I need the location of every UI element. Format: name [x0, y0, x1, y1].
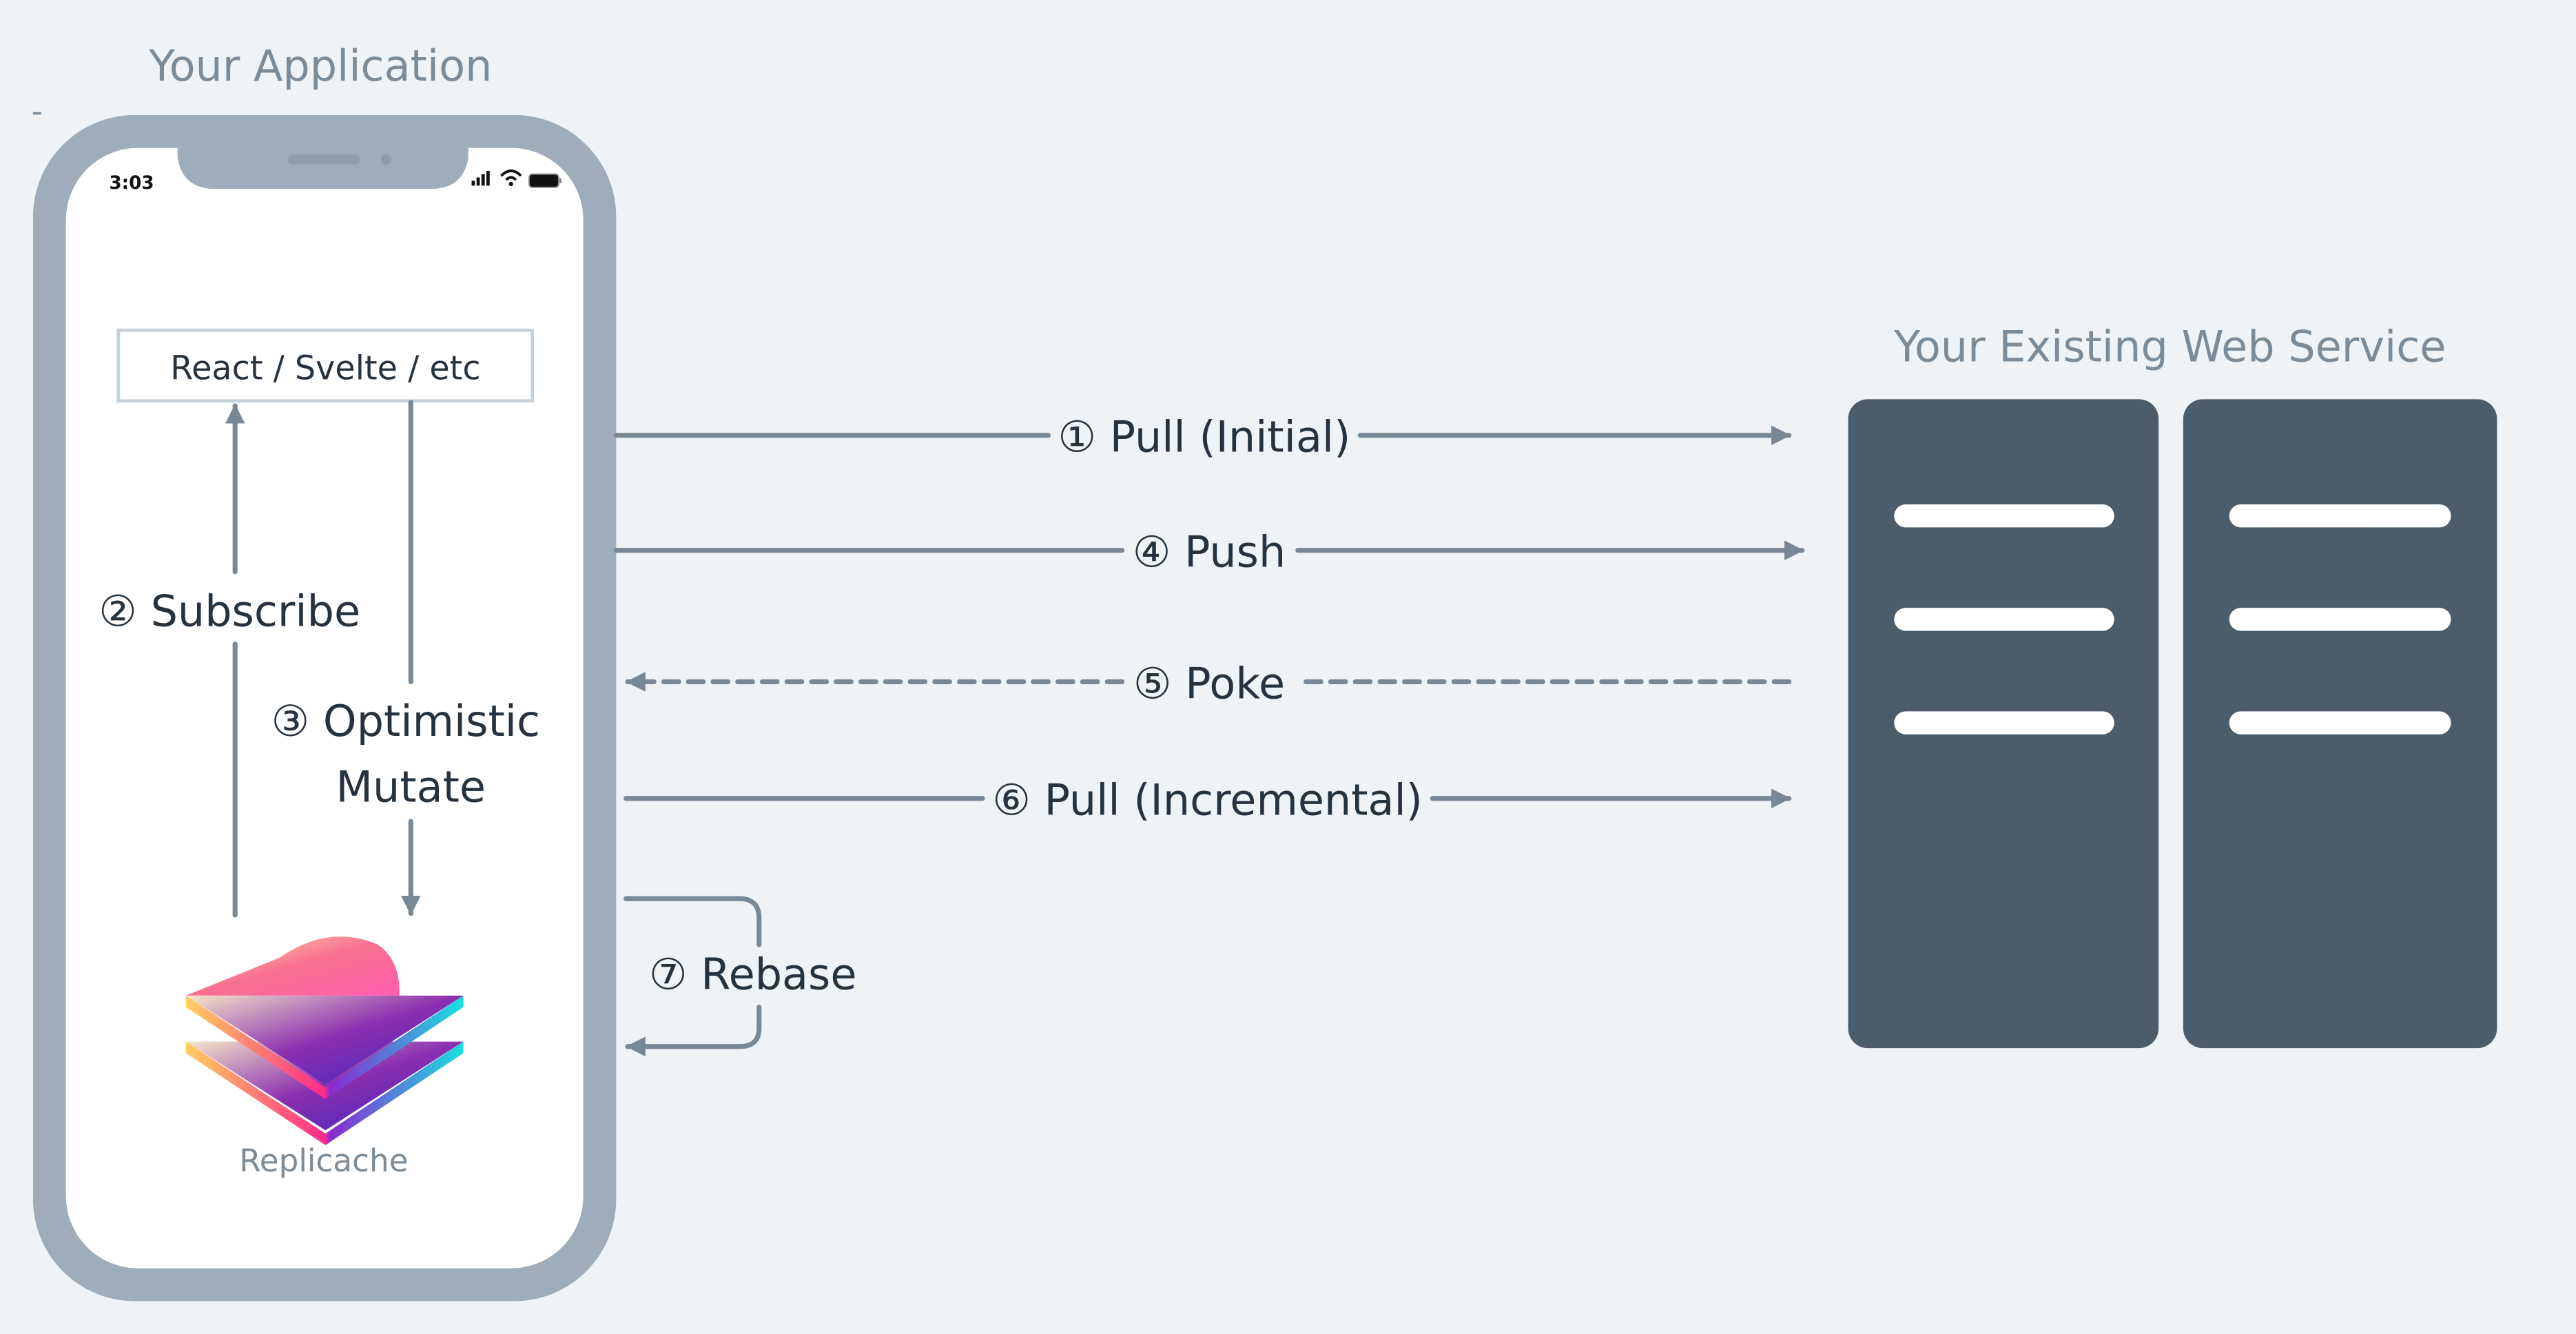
pull-incremental-label: ⑥ Pull (Incremental) — [992, 775, 1423, 825]
mutate-label: Mutate — [336, 762, 486, 812]
subscribe-label: ② Subscribe — [99, 586, 360, 636]
poke-label: ⑤ Poke — [1133, 658, 1285, 708]
server-icon — [1848, 399, 2497, 1049]
rebase-arrow — [625, 1004, 762, 1057]
camera — [380, 154, 392, 165]
app-title: Your Application — [148, 41, 492, 91]
framework-box — [116, 328, 535, 403]
signal-icon — [471, 170, 490, 186]
phone-screen — [65, 147, 584, 1269]
rebase-label: ⑦ Rebase — [649, 949, 856, 999]
replicache-label: Replicache — [239, 1142, 408, 1179]
speaker — [287, 154, 360, 165]
optimistic-label: ③ Optimistic — [271, 696, 540, 746]
rebase-line — [624, 896, 762, 947]
framework-label: React / Svelte / etc — [170, 350, 480, 388]
status-time: 3:03 — [109, 173, 154, 194]
push-label: ④ Push — [1133, 527, 1286, 577]
replicache-logo — [185, 936, 464, 1145]
wifi-icon — [500, 170, 522, 187]
battery-icon — [528, 173, 561, 188]
phone-frame — [32, 114, 617, 1302]
phone-notch — [177, 147, 468, 189]
pull-initial-label: ① Pull (Initial) — [1058, 412, 1350, 462]
service-title: Your Existing Web Service — [1893, 322, 2446, 372]
